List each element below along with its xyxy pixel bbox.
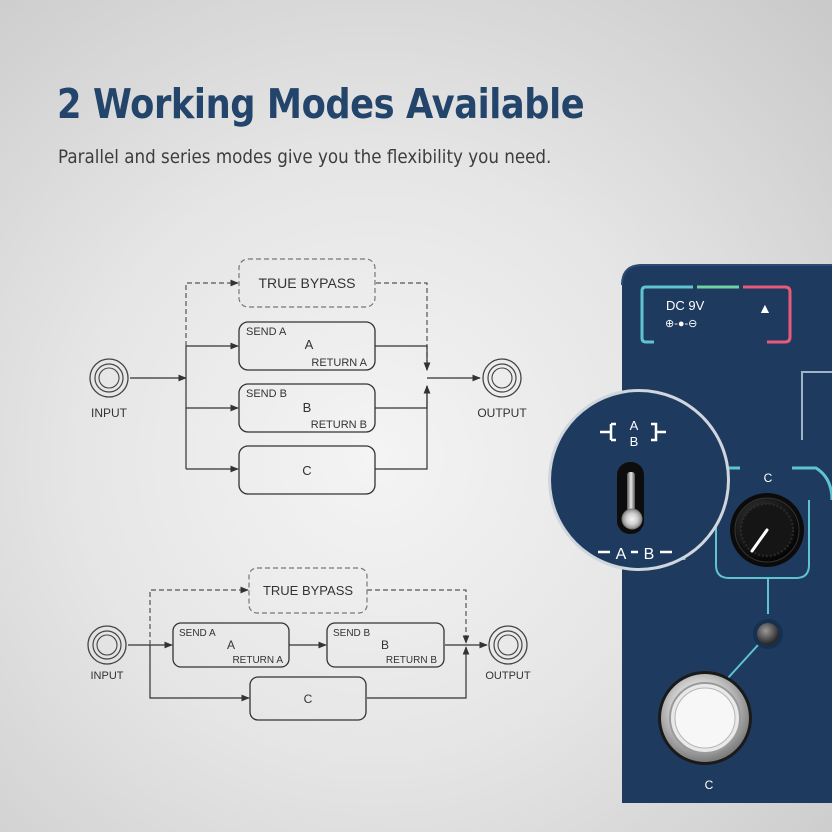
input-label: INPUT [91, 670, 124, 682]
mode-toggle-magnifier: A B A B [548, 389, 730, 571]
return-a-label: RETURN A [232, 655, 283, 666]
input-jack-icon [87, 625, 127, 665]
knob-c-label: C [764, 471, 773, 485]
input-label: INPUT [91, 406, 128, 420]
send-a-label: SEND A [246, 326, 287, 338]
toggle-top-b: B [630, 434, 639, 449]
output-label: OUTPUT [485, 670, 531, 682]
send-a-label: SEND A [179, 628, 216, 639]
loop-b-label: B [303, 400, 312, 415]
mode-toggle-switch[interactable] [617, 462, 644, 534]
parallel-mode-diagram: INPUT OUTPUT TRUE BYPASS SEND A A RETURN… [89, 258, 527, 495]
loop-b-label: B [381, 638, 389, 652]
status-led [753, 619, 783, 649]
input-jack-icon [89, 358, 129, 398]
toggle-bottom-b: B [644, 546, 655, 563]
c-footswitch[interactable] [658, 671, 752, 765]
bypass-label: TRUE BYPASS [259, 275, 356, 291]
power-arrow-icon: ▲ [758, 300, 772, 316]
page-title: 2 Working Modes Available [57, 80, 585, 128]
loop-b-box [326, 622, 445, 668]
polarity-symbol-icon: ⊕-●-⊖ [665, 318, 697, 330]
page-subtitle: Parallel and series modes give you the f… [58, 146, 552, 168]
return-b-label: RETURN B [311, 419, 367, 431]
return-b-label: RETURN B [386, 655, 437, 666]
series-mode-diagram: INPUT OUTPUT TRUE BYPASS SEND A A RETURN… [87, 567, 531, 721]
footswitch-c-label: C [705, 778, 714, 792]
dry-c-box [249, 676, 367, 721]
c-label: C [304, 692, 313, 706]
send-b-label: SEND B [333, 628, 371, 639]
loop-a-label: A [305, 337, 314, 352]
loop-a-box [172, 622, 290, 668]
toggle-top-a: A [630, 418, 639, 433]
panel-graphic [801, 371, 832, 440]
loop-b-box [238, 383, 376, 433]
output-label: OUTPUT [477, 406, 527, 420]
return-a-label: RETURN A [311, 357, 367, 369]
loop-a-box [238, 321, 376, 371]
dc-9v-label: DC 9V [666, 298, 705, 313]
bypass-label: TRUE BYPASS [263, 583, 353, 598]
dry-c-box [238, 445, 376, 495]
c-level-knob[interactable] [730, 493, 804, 567]
c-label: C [302, 463, 311, 478]
loop-a-label: A [227, 638, 235, 652]
power-section: DC 9V ⊕-●-⊖ ▲ [640, 285, 792, 344]
output-jack-icon [488, 625, 528, 665]
toggle-bottom-a: A [616, 546, 627, 563]
send-b-label: SEND B [246, 388, 287, 400]
output-jack-icon [482, 358, 522, 398]
